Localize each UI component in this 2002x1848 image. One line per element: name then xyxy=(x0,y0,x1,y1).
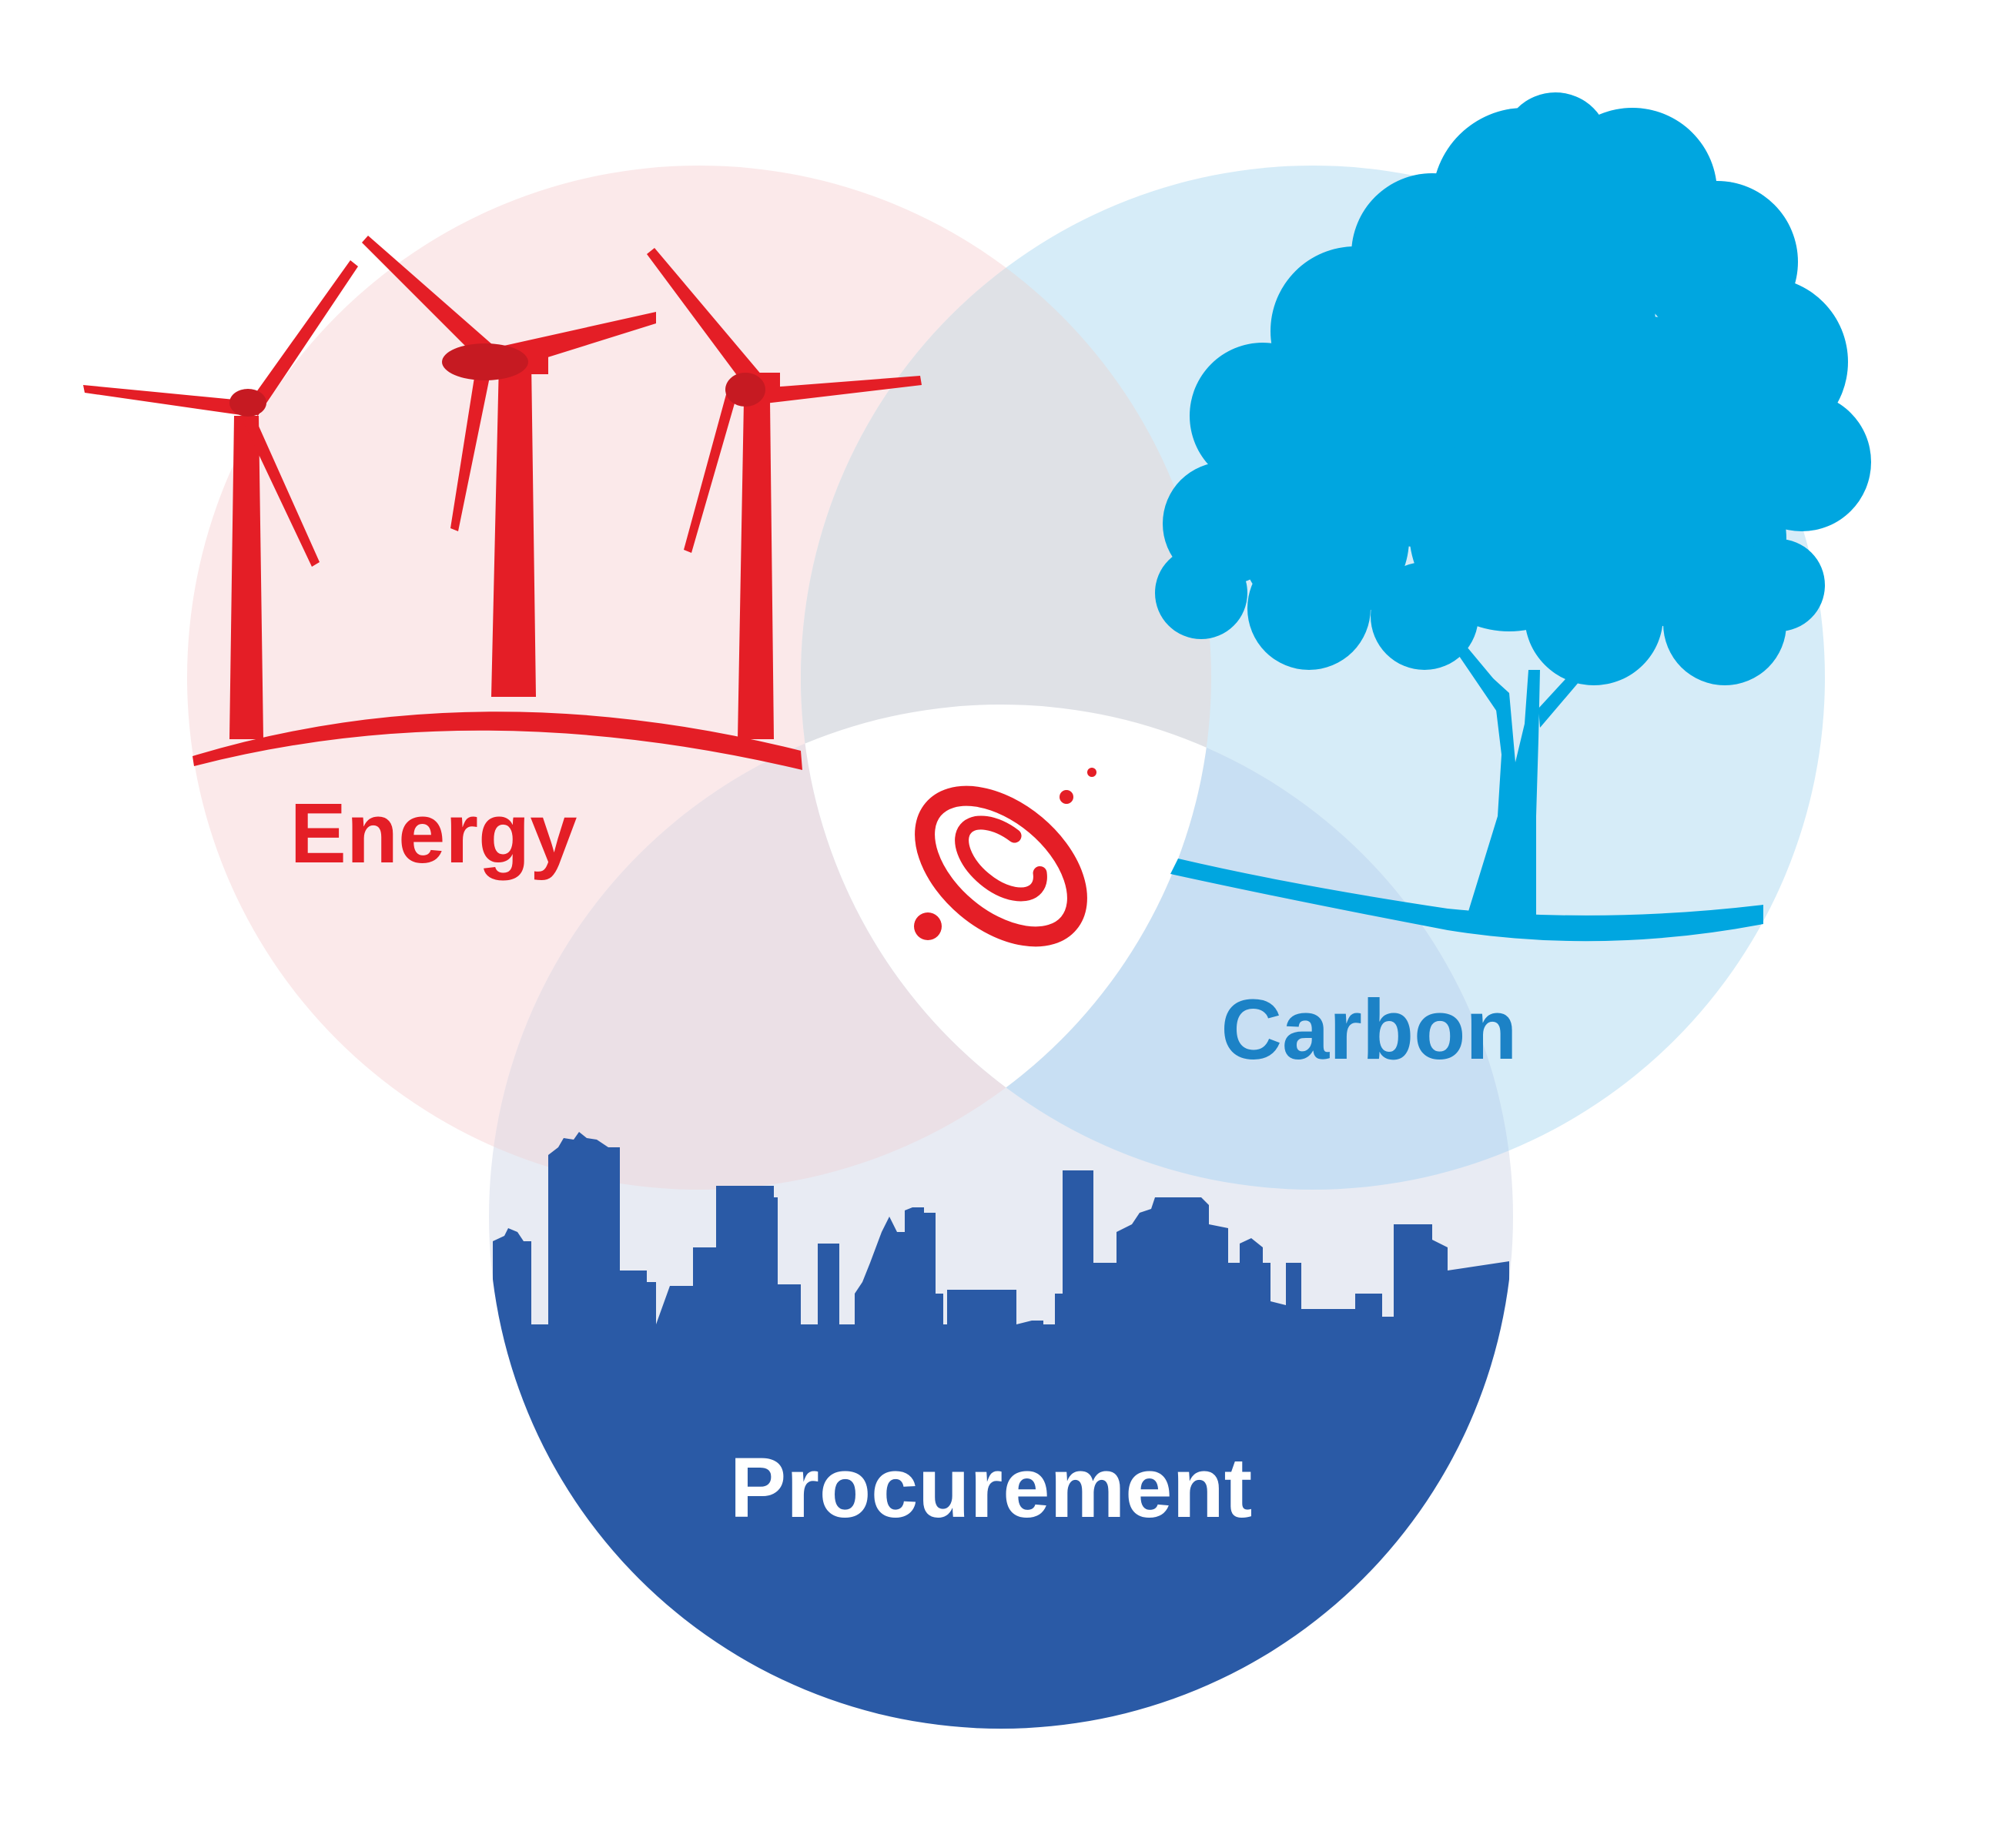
carbon-procurement-overlap xyxy=(801,705,1513,1190)
turbine-left xyxy=(83,260,358,739)
turbine-middle xyxy=(362,236,656,697)
procurement-label: Procurement xyxy=(730,1441,1253,1535)
wind-turbines-icon xyxy=(83,236,922,770)
carbon-ground xyxy=(1170,859,1763,942)
tree-icon xyxy=(1155,92,1871,942)
energy-hill xyxy=(192,711,802,770)
turbine-right xyxy=(647,248,922,739)
swirl-logo-icon xyxy=(914,768,1096,947)
carbon-label: Carbon xyxy=(1221,983,1518,1077)
energy-procurement-overlap xyxy=(489,705,1211,1190)
energy-label: Energy xyxy=(290,786,578,881)
city-skyline-icon xyxy=(493,1132,1509,1729)
